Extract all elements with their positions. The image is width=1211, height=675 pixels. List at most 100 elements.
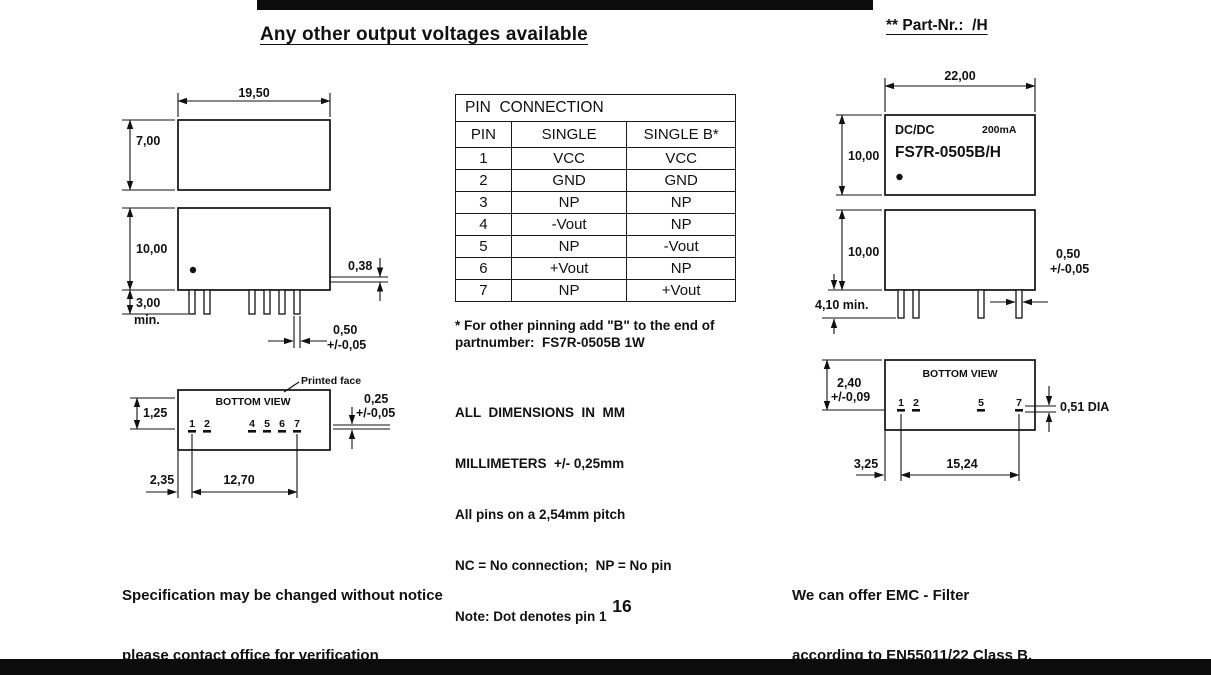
dim-pad-offset-tol-label: +/-0,09: [831, 390, 870, 404]
pin-table-cell: NP: [510, 191, 628, 214]
part-number-label: FS7R-0505B/H: [895, 144, 1001, 161]
output-current-label: 200mA: [982, 124, 1017, 136]
left-pin1-dot: [189, 266, 197, 274]
top-table-remnant: [257, 0, 873, 10]
spec-change-notice-line1: Specification may be changed without not…: [122, 587, 443, 604]
pin-table-cell: 3: [455, 191, 512, 214]
dim-pin-length-label: 3,00: [136, 296, 160, 310]
pin-table-cell: 1: [455, 147, 512, 170]
left-bottom-view-pads: [188, 430, 301, 433]
footer-left: Specification may be changed without not…: [122, 546, 443, 675]
dimensions-note-line2: MILLIMETERS +/- 0,25mm: [455, 456, 625, 471]
spec-change-notice-line2: please contact office for verification: [122, 647, 379, 664]
pin-number-label: 7: [294, 418, 300, 430]
bottom-band: [0, 659, 1211, 675]
emc-filter-note-line1: We can offer EMC - Filter: [792, 587, 970, 604]
pin-table-cell: NP: [626, 213, 736, 236]
pin-table-cell: VCC: [626, 147, 736, 170]
dim-pin-width-label: 0,50: [1056, 247, 1080, 261]
dim-pin-width-tol-label: +/-0,05: [1050, 262, 1089, 276]
dim-pin-length-label: 4,10 min.: [815, 298, 869, 312]
pin-table-cell: 5: [455, 235, 512, 258]
right-top-view-body: [884, 114, 1036, 196]
pin-table-cell: -Vout: [626, 235, 736, 258]
pin-table-cell: VCC: [510, 147, 628, 170]
right-bottom-view-pads: [897, 409, 1023, 412]
pin-table-cell: +Vout: [510, 257, 628, 280]
left-bottom-view-body: [177, 389, 331, 451]
dim-body-width-label: 22,00: [944, 69, 975, 83]
dim-top-height-label: 10,00: [848, 149, 879, 163]
dimensions-note-line5: Note: Dot denotes pin 1: [455, 609, 607, 624]
pin-table-cell: +Vout: [626, 279, 736, 302]
pin-number-label: 5: [978, 397, 984, 409]
dimensions-note-line1: ALL DIMENSIONS IN MM: [455, 405, 626, 420]
footer-right: We can offer EMC - Filter according to E…: [792, 546, 1032, 675]
right-side-view-body: [884, 209, 1036, 291]
pin-table-header-row: PIN SINGLE SINGLE B*: [455, 121, 736, 148]
dim-pin1-offset-label: 3,25: [854, 457, 878, 471]
dim-body-height-label: 10,00: [136, 242, 167, 256]
dim-pin-dia-label: 0,51 DIA: [1060, 400, 1109, 414]
emc-filter-note-line2: according to EN55011/22 Class B.: [792, 647, 1033, 664]
pin-table-cell: NP: [510, 235, 628, 258]
pin-number-label: 1: [189, 418, 195, 430]
bottom-view-label: BOTTOM VIEW: [215, 396, 290, 408]
pin-table-header-pin: PIN: [455, 121, 512, 148]
pin-number-label: 5: [264, 418, 270, 430]
page-title: Any other output voltages available: [260, 24, 588, 45]
pin-table-cell: NP: [626, 257, 736, 280]
pin-table-title: PIN CONNECTION: [455, 94, 736, 122]
left-dimension-lines: [122, 93, 390, 498]
dim-pad-tol-label: +/-0,05: [356, 406, 395, 420]
dimensions-note-line3: All pins on a 2,54mm pitch: [455, 507, 626, 522]
notes-block: * For other pinning add "B" to the end o…: [455, 317, 767, 675]
dim-pin-width-tol-label: +/-0,05: [327, 338, 366, 352]
right-package-drawing: 22,00 DC/DC 200mA FS7R-0505B/H 10,00 10,…: [815, 69, 1109, 481]
pin-number-label: 2: [204, 418, 210, 430]
pin-table-cell: -Vout: [510, 213, 628, 236]
pin-number-label: 1: [898, 397, 904, 409]
dim-pad-offset-label: 1,25: [143, 406, 167, 420]
right-dimension-lines: [822, 78, 1056, 481]
pin-table-cell: GND: [626, 169, 736, 192]
left-top-view-body: [177, 119, 331, 191]
pin-number-label: 4: [249, 418, 255, 430]
pin-number-label: 2: [913, 397, 919, 409]
pin-table-cell: GND: [510, 169, 628, 192]
pin-table-cell: NP: [510, 279, 628, 302]
dim-pin-span-label: 12,70: [223, 473, 254, 487]
pin-connection-table: PIN CONNECTION PIN SINGLE SINGLE B* 1 VC…: [455, 94, 736, 302]
pin-table-cell: NP: [626, 191, 736, 214]
left-side-view-pins: [188, 289, 301, 315]
dim-pin-width-label: 0,50: [333, 323, 357, 337]
pin-table-cell: 2: [455, 169, 512, 192]
pin-table-cell: 4: [455, 213, 512, 236]
pin-table-title-row: PIN CONNECTION: [455, 94, 736, 122]
pin-table-row: 7 NP +Vout: [455, 279, 736, 302]
dim-pin-span-label: 15,24: [946, 457, 977, 471]
pin-table-row: 6 +Vout NP: [455, 257, 736, 280]
pin-table-row: 2 GND GND: [455, 169, 736, 192]
converter-type-label: DC/DC: [895, 123, 935, 137]
page-number: 16: [612, 596, 632, 616]
dim-top-height-label: 7,00: [136, 134, 160, 148]
dim-pad-offset-label: 2,40: [837, 376, 861, 390]
left-side-view-body: [177, 207, 331, 291]
dim-body-height-label: 10,00: [848, 245, 879, 259]
pin-table-row: 5 NP -Vout: [455, 235, 736, 258]
pin-table-header-single-b: SINGLE B*: [626, 121, 736, 148]
pin-number-label: 6: [279, 418, 285, 430]
pin-table-row: 3 NP NP: [455, 191, 736, 214]
pin-table-header-single: SINGLE: [510, 121, 628, 148]
right-package-outlines: [884, 114, 1036, 431]
printed-face-label: Printed face: [301, 375, 361, 387]
right-pin1-dot: [896, 173, 903, 181]
left-package-drawing: 19,50 7,00 10,00 3,00 min. 0,38 0,50 +/-…: [122, 86, 395, 498]
pin-table-row: 4 -Vout NP: [455, 213, 736, 236]
pin-table-cell: 7: [455, 279, 512, 302]
right-bottom-view-body: [884, 359, 1036, 431]
right-side-view-pins: [897, 289, 1023, 319]
dim-pin1-offset-label: 2,35: [150, 473, 174, 487]
pin-table-row: 1 VCC VCC: [455, 147, 736, 170]
